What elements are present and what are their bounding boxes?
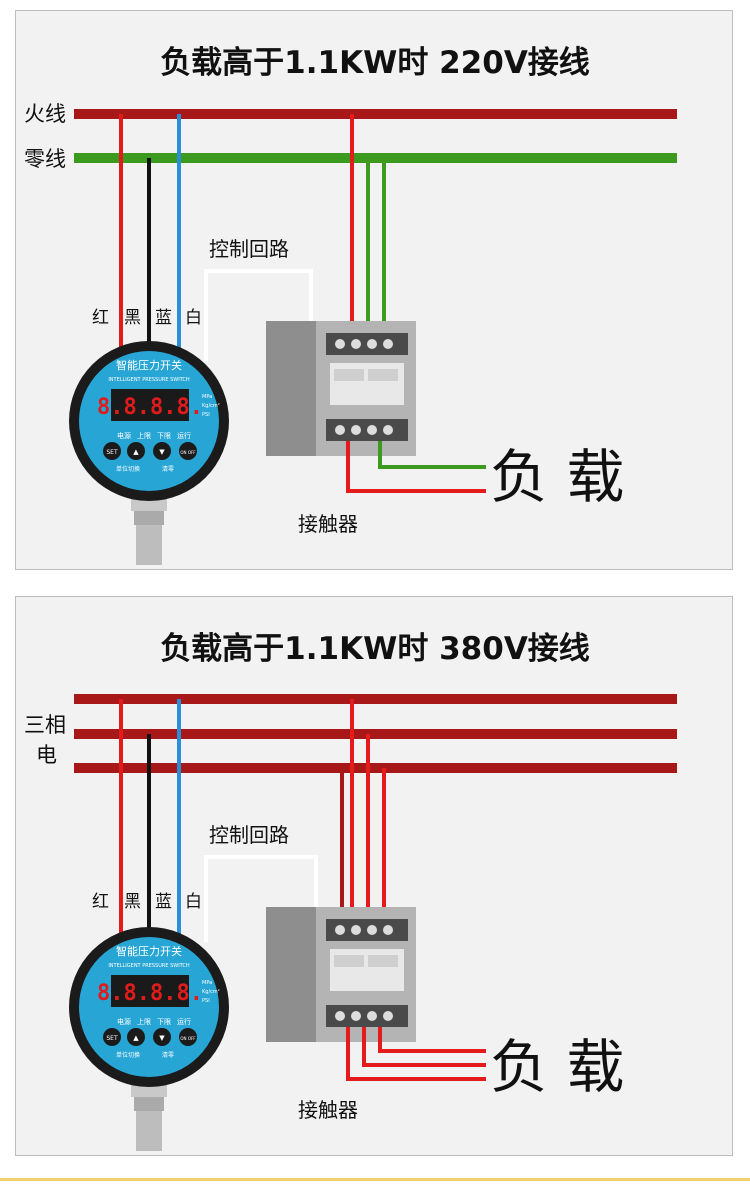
- down-button[interactable]: [153, 1028, 171, 1046]
- svg-text:SET: SET: [106, 449, 118, 456]
- up-button[interactable]: [127, 442, 145, 460]
- three-phase-label-2: 电: [36, 743, 57, 767]
- unit-led-kgcm2: Kg/cm²: [202, 403, 220, 409]
- caption-unit-switch: 单位切换: [116, 465, 140, 473]
- live-busbar: [74, 109, 677, 119]
- wiring-panel-220v: 负载高于1.1KW时 220V接线 火线 零线 控制回路 红 黑 蓝 白: [15, 10, 733, 570]
- svg-text:▼: ▼: [159, 1034, 165, 1042]
- on-off-button[interactable]: [179, 1028, 197, 1046]
- unit-led-psi: PSI: [202, 412, 210, 418]
- footer-divider: [0, 1178, 750, 1181]
- svg-text:SET: SET: [106, 1035, 118, 1042]
- unit-led-kgcm2: Kg/cm²: [202, 989, 220, 995]
- caption-reset: 清零: [162, 465, 174, 473]
- svg-text:▲: ▲: [133, 1034, 139, 1042]
- set-button[interactable]: [103, 442, 121, 460]
- wire-label-blue: 蓝: [155, 892, 172, 912]
- caption-run: 运行: [177, 431, 191, 440]
- contactor-label: 接触器: [298, 512, 358, 536]
- wiring-diagram-380v: 负载高于1.1KW时 380V接线 三相 电 控制回路 红 黑 蓝 白: [24, 631, 677, 1151]
- svg-text:▼: ▼: [159, 448, 165, 456]
- phase-b-busbar: [74, 729, 677, 739]
- unit-led-psi: PSI: [202, 998, 210, 1004]
- wire-label-red: 红: [92, 308, 109, 328]
- device-name: 智能压力开关: [116, 358, 182, 372]
- control-loop-label: 控制回路: [209, 823, 289, 847]
- panel-title: 负载高于1.1KW时 220V接线: [160, 45, 590, 81]
- unit-led-mpa: MPa: [202, 980, 212, 986]
- live-wire-label: 火线: [24, 102, 66, 126]
- wire-label-white: 白: [185, 892, 202, 912]
- neutral-busbar: [74, 153, 677, 163]
- contactor: [266, 321, 416, 456]
- caption-lower: 下限: [157, 1017, 171, 1026]
- load-wire-1: [346, 1027, 486, 1081]
- wire-label-blue: 蓝: [155, 308, 172, 328]
- caption-power: 电源: [117, 431, 131, 440]
- caption-lower: 下限: [157, 431, 171, 440]
- pressure-switch: 智能压力开关 INTELLIGENT PRESSURE SWITCH 8.8.8…: [69, 341, 229, 565]
- load-label: 负 载: [490, 443, 624, 511]
- svg-text:▲: ▲: [133, 448, 139, 456]
- white-control-wire: [204, 855, 318, 942]
- device-name-en: INTELLIGENT PRESSURE SWITCH: [108, 963, 190, 969]
- caption-power: 电源: [117, 1017, 131, 1026]
- load-label: 负 载: [490, 1033, 624, 1101]
- on-off-button[interactable]: [179, 442, 197, 460]
- control-loop-label: 控制回路: [209, 237, 289, 261]
- phase-a-busbar: [74, 694, 677, 704]
- load-wire-red: [346, 441, 486, 493]
- display-readout: 8.8.8.8.: [97, 395, 203, 420]
- wire-label-black: 黑: [124, 892, 141, 912]
- contactor-label: 接触器: [298, 1098, 358, 1122]
- three-phase-label-1: 三相: [24, 713, 66, 737]
- wiring-panel-380v: 负载高于1.1KW时 380V接线 三相 电 控制回路 红 黑 蓝 白: [15, 596, 733, 1156]
- unit-led-mpa: MPa: [202, 394, 212, 400]
- white-control-wire: [204, 269, 313, 361]
- load-wire-green: [378, 441, 486, 469]
- up-button[interactable]: [127, 1028, 145, 1046]
- neutral-wire-label: 零线: [24, 147, 66, 171]
- device-name-en: INTELLIGENT PRESSURE SWITCH: [108, 377, 190, 383]
- load-wire-2: [362, 1027, 486, 1067]
- device-name: 智能压力开关: [116, 944, 182, 958]
- wiring-diagram-220v: 负载高于1.1KW时 220V接线 火线 零线 控制回路 红 黑 蓝 白: [24, 45, 677, 565]
- wire-label-black: 黑: [124, 308, 141, 328]
- panel-title: 负载高于1.1KW时 380V接线: [160, 631, 590, 667]
- phase-c-busbar: [74, 763, 677, 773]
- pressure-switch: 智能压力开关 INTELLIGENT PRESSURE SWITCH 8.8.8…: [69, 927, 229, 1151]
- led-display: [111, 389, 189, 421]
- svg-text:ON OFF: ON OFF: [180, 1036, 196, 1041]
- svg-text:ON OFF: ON OFF: [180, 450, 196, 455]
- set-button[interactable]: [103, 1028, 121, 1046]
- caption-upper: 上限: [137, 431, 151, 440]
- caption-run: 运行: [177, 1017, 191, 1026]
- contactor: [266, 907, 416, 1042]
- caption-upper: 上限: [137, 1017, 151, 1026]
- caption-reset: 清零: [162, 1051, 174, 1059]
- wire-label-white: 白: [185, 308, 202, 328]
- display-readout: 8.8.8.8.: [97, 981, 203, 1006]
- wire-label-red: 红: [92, 892, 109, 912]
- caption-unit-switch: 单位切换: [116, 1051, 140, 1059]
- led-display: [111, 975, 189, 1007]
- down-button[interactable]: [153, 442, 171, 460]
- load-wire-3: [378, 1027, 486, 1053]
